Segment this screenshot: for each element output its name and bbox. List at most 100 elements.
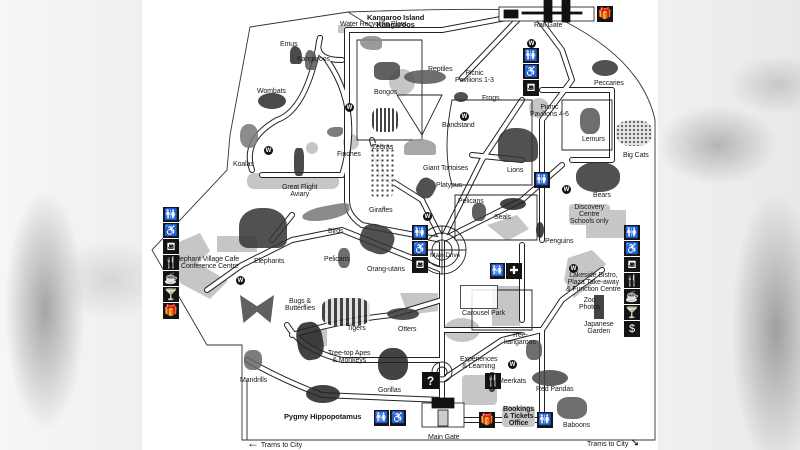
baby-change-icon: ⛾ [163,239,179,255]
label-zebras: Zebras [372,144,394,151]
label-picnic-13-line2: Pavilions 1-3 [455,77,494,84]
label-zoo-photos-line2: Photos [579,304,601,311]
label-kangaroo-island-line1: Kangaroo Island [367,13,425,22]
label-lemurs: Lemurs [582,136,605,143]
accessible-icon: ♿ [523,64,539,80]
label-lakeside-line3: & Function Centre [566,286,621,293]
accessible-icon: ♿ [624,241,640,257]
wombat-illustration [258,93,286,109]
bar-icon: 🍸 [624,305,640,321]
label-japanese-line2: Garden [587,328,611,335]
otter-illustration [387,308,419,320]
label-bugs-line1: Bugs & [289,298,311,305]
label-picnic-pavilions-1-3: Picnic Pavilions 1-3 [455,70,494,84]
lantern-illustration [594,295,604,319]
label-bookings-line2: & Tickets [503,413,534,420]
label-treetop-apes-monkeys: Tree-top Apes & Monkeys [328,350,371,364]
label-seals: Seals [494,214,512,221]
accessible-icon: ♿ [412,241,428,257]
water-fountain-icon: W [460,112,469,121]
label-bandstand: Bandstand [442,122,475,129]
peccary-illustration [592,60,618,76]
label-pelicans-west: Pelicans [324,256,350,263]
zebra-illustration [372,108,398,132]
label-picnic-pavilions-4-6: Picnic Pavilions 4-6 [530,104,569,118]
label-tree-kangaroos: Tree- kangaroos [504,332,536,346]
emu-illustration [290,46,302,64]
label-wombats: Wombats [257,88,286,95]
label-discovery-centre: Discovery Centre Schools only [569,204,610,225]
lemur-illustration [580,108,600,134]
label-lions: Lions [507,167,524,174]
label-bookings-line1: Bookings [503,406,535,413]
facility-row-central-east: 🚻 ✚ [490,263,522,279]
facility-column-central: 🚻 ♿ ⛾ [412,225,428,273]
label-kangaroos: Kangaroos [297,56,330,63]
baby-change-icon: ⛾ [526,82,536,94]
label-giant-tortoises: Giant Tortoises [423,165,469,172]
label-zoo-photos-line1: Zoo [583,297,596,304]
label-tree-kangaroos-line1: Tree- [511,332,528,339]
pelican-illustration [472,203,486,221]
water-fountain-icon: W [508,360,517,369]
toilets-icon: 🚻 [535,174,549,186]
gift-shop-icon: 🎁 [480,414,494,426]
trams-left-label: Trams to City [260,442,303,449]
facility-row-south-west: 🚻 ♿ [374,410,406,426]
elephant-illustration [239,208,287,248]
label-main-gate: Main Gate [428,434,460,441]
label-elephant-cafe-line1: Elephant Village Cafe [174,256,240,263]
zoo-map: Kangaroo Island Kangaroos Water Recyclin… [142,0,658,450]
label-zoo-photos: Zoo Photos [579,297,600,311]
gorilla-illustration [378,348,408,380]
water-fountain-icon: W [345,103,354,112]
label-bears: Bears [593,192,611,199]
facility-column-east: 🚻 ♿ ⛾ 🍴 ☕ 🍸 $ [624,225,640,337]
toilets-icon: 🚻 [624,225,640,241]
bar-icon: 🍸 [163,287,179,303]
toilets-icon: 🚻 [412,225,428,241]
toilets-icon: 🚻 [374,410,390,426]
label-discovery-line2: Centre [579,211,600,218]
water-fountain-icon: W [527,39,536,48]
water-fountain-icon: W [423,212,432,221]
label-emus: Emus [280,41,298,48]
toilets-icon: 🚻 [163,207,179,223]
lion-illustration [498,128,538,162]
reptile-illustration [404,70,446,84]
restaurant-icon: 🍴 [486,375,500,387]
first-aid-icon: ✚ [509,265,519,277]
label-bookings-line3: Office [508,420,529,427]
facility-toilets-south-east: 🚻 [537,412,553,428]
label-carousel-park: Carousel Park [462,310,506,317]
bongo-illustration [374,62,400,80]
tree-kangaroo-illustration [526,340,542,360]
label-gorillas: Gorillas [378,387,401,394]
blurred-margin-right [658,0,800,450]
atm-icon: $ [628,323,636,335]
trams-right-label: Trams to City [587,441,629,448]
label-big-cats: Big Cats [623,152,649,159]
finch-illustration [327,127,343,137]
label-picnic-46-line2: Pavilions 4-6 [530,111,569,118]
label-main-drive: Main Drive [430,252,461,259]
label-reptiles: Reptiles [428,66,453,73]
label-pelicans-lake: Pelicans [458,198,484,205]
map-paths [151,0,656,441]
label-bookings-tickets-office: Bookings & Tickets Office [502,406,536,427]
gift-shop-icon: 🎁 [164,305,178,317]
label-pygmy-hippopotamus: Pygmy Hippopotamus [284,412,362,421]
label-finches: Finches [337,151,361,158]
mandrill-illustration [244,350,262,370]
toilets-icon: 🚻 [538,414,552,426]
penguin-illustration [536,222,544,238]
accessible-icon: ♿ [163,223,179,239]
label-great-flight-aviary: Great Flight Aviary [282,184,317,198]
label-treetop-line1: Tree-top Apes [328,350,371,357]
tiger-illustration [322,298,370,326]
water-fountain-icon: W [569,264,578,273]
facility-column-west: 🚻 ♿ ⛾ 🍴 ☕ 🍸 🎁 [163,207,179,319]
label-tree-kangaroos-line2: kangaroos [504,339,536,346]
label-picnic-46-line1: Picnic [540,104,559,111]
label-kangaroo-island-line2: Kangaroos [376,20,415,29]
